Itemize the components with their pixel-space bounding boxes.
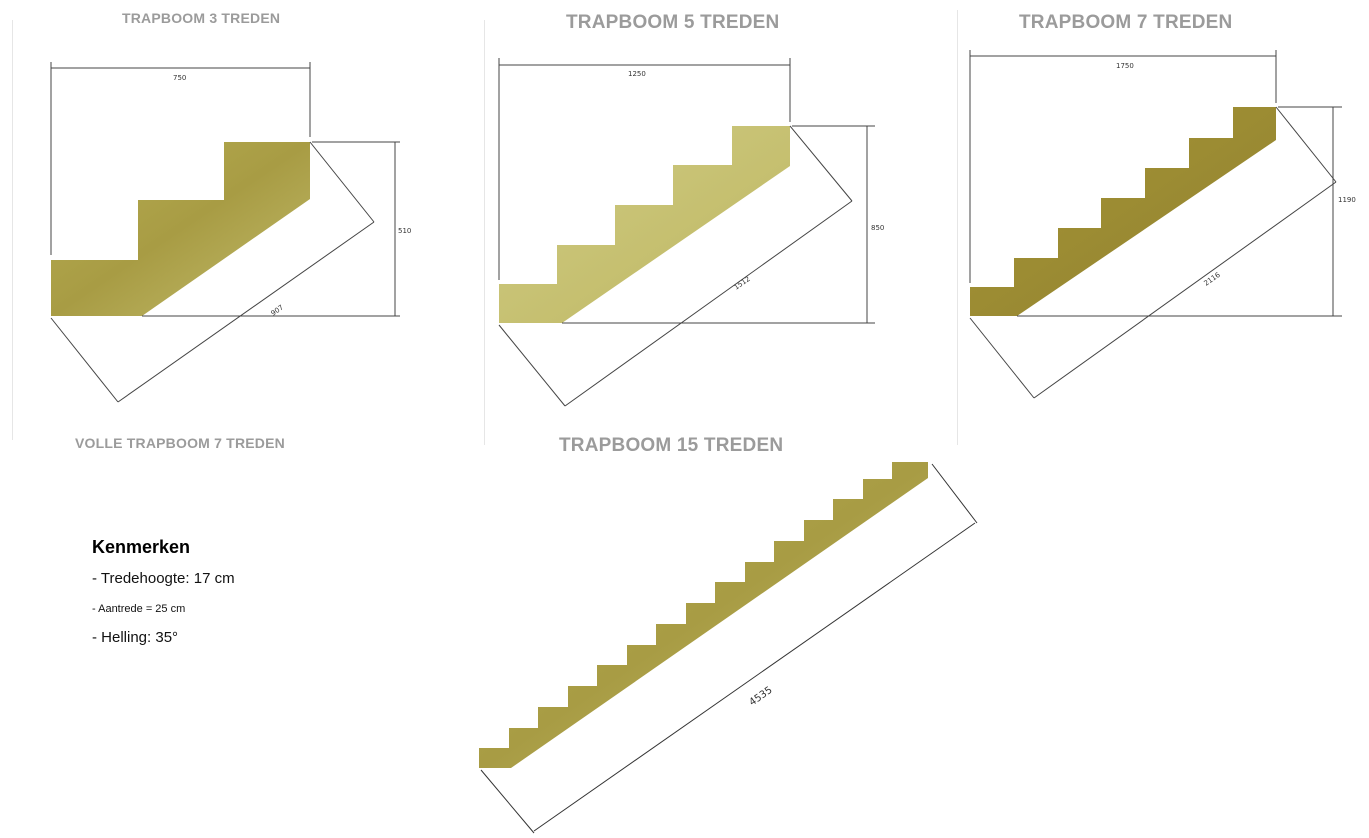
stringer-3-wood	[51, 142, 310, 316]
stringer-15-diagram: 4535	[479, 462, 978, 834]
stringer-15-length-label: 4535	[747, 685, 774, 709]
separator-middle	[484, 20, 485, 445]
title-full-stringer-7: VOLLE TRAPBOOM 7 TREDEN	[75, 435, 285, 451]
title-stringer-3: TRAPBOOM 3 TREDEN	[122, 10, 281, 26]
stringer-5-diagram: 1250 850 1512	[498, 58, 884, 407]
stringer-5-height-label: 850	[871, 224, 884, 232]
stringer-7-width-label: 1750	[1116, 62, 1134, 70]
spec-tread-depth: - Aantrede = 25 cm	[92, 603, 186, 615]
title-stringer-7: TRAPBOOM 7 TREDEN	[1019, 12, 1233, 33]
stringer-5-wood	[499, 126, 790, 323]
stringer-5-length-label: 1512	[733, 275, 752, 292]
spec-slope: - Helling: 35°	[92, 629, 179, 646]
specs-panel: Kenmerken - Tredehoogte: 17 cm - Aantred…	[92, 537, 235, 646]
stringer-15-wood	[479, 462, 928, 768]
title-stringer-15: TRAPBOOM 15 TREDEN	[559, 435, 784, 456]
stringer-3-height-label: 510	[398, 227, 411, 235]
stringer-7-diagram: 1750 1190 2116	[969, 50, 1356, 399]
stringer-3-diagram: 750 510 907	[50, 62, 411, 403]
stringer-5-width-label: 1250	[628, 70, 646, 78]
separator-left	[12, 20, 13, 440]
stringer-7-length-label: 2116	[1203, 271, 1223, 288]
stringer-7-height-label: 1190	[1338, 196, 1356, 204]
title-stringer-5: TRAPBOOM 5 TREDEN	[566, 12, 780, 33]
specs-heading: Kenmerken	[92, 537, 191, 557]
stringer-7-wood	[970, 107, 1276, 316]
spec-step-height: - Tredehoogte: 17 cm	[92, 570, 235, 587]
stringer-3-width-label: 750	[173, 74, 186, 82]
separator-right	[957, 10, 958, 445]
